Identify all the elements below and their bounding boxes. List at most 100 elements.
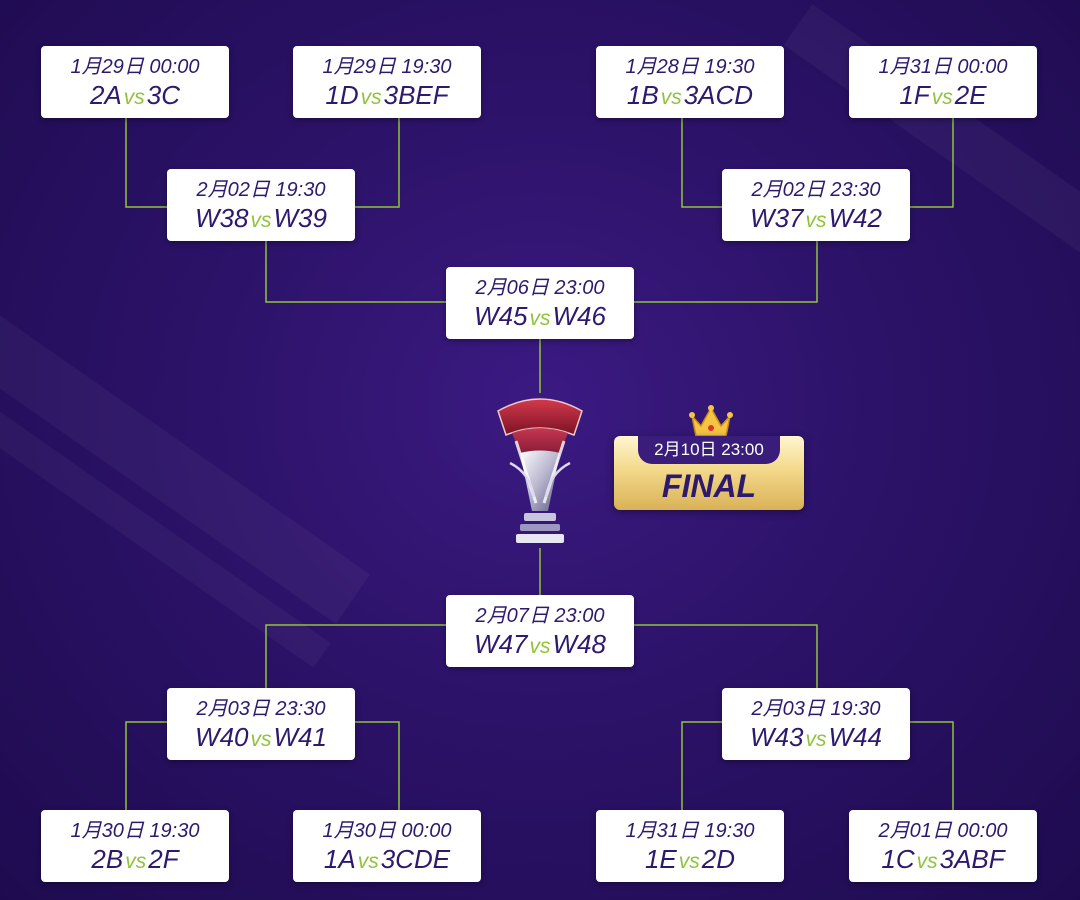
team-home: 1A [323,844,356,874]
match-time: 1月30日 00:00 [322,820,452,842]
match-time: 1月30日 19:30 [70,820,200,842]
team-home: 2A [89,80,122,110]
match-teams: W45vsW46 [446,301,634,334]
vs-label: vs [916,850,938,873]
team-away: 3C [146,80,181,110]
match-time: 2月06日 23:00 [475,277,605,299]
team-away: W39 [273,203,327,233]
match-time: 1月29日 19:30 [322,56,452,78]
match-teams: W40vsW41 [167,722,355,755]
match-card-sf-1: 2月06日 23:00 W45vsW46 [446,267,634,339]
connector-line [910,118,954,208]
match-card-r16-7: 1月31日 19:30 1Evs2D [596,810,784,882]
vs-label: vs [678,850,700,873]
team-home: W37 [750,203,804,233]
vs-label: vs [660,86,682,109]
connector-line [681,118,723,208]
team-home: 2B [91,844,124,874]
match-card-qf-2: 2月02日 23:30 W37vsW42 [722,169,910,241]
vs-label: vs [360,86,382,109]
connector-line [125,118,168,208]
match-teams: 1Cvs3ABF [849,844,1037,877]
vs-label: vs [250,209,272,232]
team-home: W38 [195,203,249,233]
match-teams: 2Avs3C [41,80,229,113]
match-teams: W43vsW44 [722,722,910,755]
team-home: 1C [881,844,915,874]
vs-label: vs [125,850,147,873]
match-card-r16-2: 1月29日 19:30 1Dvs3BEF [293,46,481,118]
match-teams: 1Dvs3BEF [293,80,481,113]
team-home: 1B [626,80,659,110]
match-time: 2月03日 19:30 [751,698,881,720]
connector-line [353,721,400,811]
team-away: 3ABF [939,844,1005,874]
match-card-r16-5: 1月30日 19:30 2Bvs2F [41,810,229,882]
team-home: W45 [474,301,528,331]
trophy-icon [497,398,583,543]
match-time: 2月01日 00:00 [878,820,1008,842]
match-time: 1月31日 00:00 [878,56,1008,78]
team-home: 1F [899,80,930,110]
match-teams: W47vsW48 [446,629,634,662]
team-away: 2F [148,844,179,874]
team-away: 2D [701,844,736,874]
match-time: 2月07日 23:00 [475,605,605,627]
connector-line [265,624,447,690]
vs-label: vs [931,86,953,109]
team-away: 2E [954,80,987,110]
vs-label: vs [123,86,145,109]
team-home: W40 [195,722,249,752]
team-home: W47 [474,629,528,659]
vs-label: vs [529,635,551,658]
match-time: 2月03日 23:30 [196,698,326,720]
connector-line [634,241,818,303]
vs-label: vs [805,209,827,232]
vs-label: vs [529,307,551,330]
final-card: 2月10日 23:00 FINAL [614,436,804,510]
connector-line [353,118,400,208]
crown-icon [689,405,733,437]
match-card-qf-4: 2月03日 19:30 W43vsW44 [722,688,910,760]
connector-line [634,624,818,690]
match-card-r16-6: 1月30日 00:00 1Avs3CDE [293,810,481,882]
match-teams: 2Bvs2F [41,844,229,877]
team-home: W43 [750,722,804,752]
team-away: W46 [552,301,606,331]
vs-label: vs [357,850,379,873]
match-card-r16-1: 1月29日 00:00 2Avs3C [41,46,229,118]
team-away: W42 [828,203,882,233]
match-time: 2月02日 19:30 [196,179,326,201]
match-time: 2月02日 23:30 [751,179,881,201]
final-date: 2月10日 23:00 [638,436,780,464]
match-time: 1月31日 19:30 [625,820,755,842]
connector-line [125,721,168,811]
connector-line [910,721,954,811]
team-home: 1D [325,80,359,110]
match-card-r16-8: 2月01日 00:00 1Cvs3ABF [849,810,1037,882]
vs-label: vs [250,728,272,751]
match-card-r16-3: 1月28日 19:30 1Bvs3ACD [596,46,784,118]
team-away: W41 [273,722,327,752]
match-card-r16-4: 1月31日 00:00 1Fvs2E [849,46,1037,118]
match-teams: 1Avs3CDE [293,844,481,877]
match-teams: 1Bvs3ACD [596,80,784,113]
team-away: 3CDE [380,844,451,874]
final-label: FINAL [661,468,757,504]
match-time: 1月28日 19:30 [625,56,755,78]
team-home: 1E [644,844,677,874]
team-away: W44 [828,722,882,752]
match-card-qf-3: 2月03日 23:30 W40vsW41 [167,688,355,760]
match-card-qf-1: 2月02日 19:30 W38vsW39 [167,169,355,241]
match-teams: W38vsW39 [167,203,355,236]
match-teams: W37vsW42 [722,203,910,236]
match-teams: 1Fvs2E [849,80,1037,113]
team-away: W48 [552,629,606,659]
connector-line [265,241,447,303]
match-teams: 1Evs2D [596,844,784,877]
team-away: 3BEF [383,80,449,110]
connector-line [681,721,723,811]
match-time: 1月29日 00:00 [70,56,200,78]
vs-label: vs [805,728,827,751]
